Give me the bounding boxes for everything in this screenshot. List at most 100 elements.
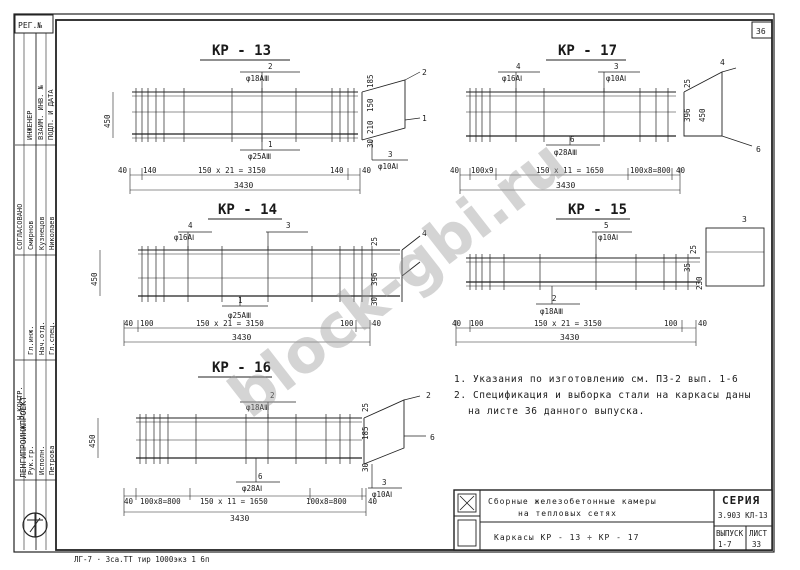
stamp-subject: Каркасы КР - 13 ÷ КР - 17 xyxy=(494,533,639,542)
kr15-title: КР - 15 xyxy=(568,202,627,218)
kr13-vdim-4: 30 xyxy=(366,138,375,148)
kr15-dim-end-l: 40 xyxy=(452,319,462,328)
kr13-bottom-bar: 1 xyxy=(268,140,273,149)
kr14-vdim-1: 25 xyxy=(370,237,379,246)
kr15-top-bar: 5 xyxy=(604,221,609,230)
kr16-ref-a: 2 xyxy=(426,391,431,400)
side-name-2: Кузнецов xyxy=(38,216,46,250)
kr13-vdim-2: 150 xyxy=(366,98,375,112)
side-name-1: Смирнов xyxy=(27,220,35,250)
kr13-top-bar: 2 xyxy=(268,62,273,71)
kr17-height: 450 xyxy=(698,108,707,122)
kr14-bottom-bar: 1 xyxy=(238,296,243,305)
kr16-total: 3430 xyxy=(230,514,249,523)
kr15-vdim-1: 25 xyxy=(689,245,698,254)
kr15-top-spec: φ10АⅠ xyxy=(598,233,618,242)
notes-block: 1. Указания по изготовлению см. ПЗ-2 вып… xyxy=(454,374,751,417)
kr13-height: 450 xyxy=(103,114,112,128)
reg-box xyxy=(14,14,54,34)
kr17-dim-pitch-r: 100x8=800 xyxy=(630,166,671,175)
side-name-3: Николаев xyxy=(48,216,56,250)
kr15-vdim-3: 230 xyxy=(695,276,704,290)
kr13-dim-pitch-l: 140 xyxy=(143,166,157,175)
frame-kr13: КР - 13 2 1 2 φ18АⅢ 1 φ25АⅢ xyxy=(103,43,427,194)
kr16-title: КР - 16 xyxy=(212,360,271,376)
page-number-box xyxy=(751,21,773,39)
kr16-dim-pitch-r: 100x8=800 xyxy=(306,497,347,506)
kr13-dim-main: 150 x 21 = 3150 xyxy=(198,166,266,175)
kr17-ref-a: 4 xyxy=(720,58,725,67)
frame-kr15: КР - 15 3 5 φ10АⅠ 2 φ18АⅢ 25 35 230 xyxy=(452,202,765,346)
kr13-dim-pitch-r: 140 xyxy=(330,166,344,175)
kr16-vdim-2: 185 xyxy=(361,426,370,440)
kr15-dim-pitch-l: 100 xyxy=(470,319,484,328)
side-vertical-3: ПОДП. И ДАТА xyxy=(47,89,55,140)
kr16-ref-b: 6 xyxy=(430,433,435,442)
stamp-title-1: Сборные железобетонные камеры xyxy=(488,496,657,506)
stamp-series-label: СЕРИЯ xyxy=(722,494,760,507)
corner-label: РЕГ.№ xyxy=(18,21,42,30)
kr15-total: 3430 xyxy=(560,333,579,342)
kr17-top-bar: 4 xyxy=(516,62,521,71)
kr14-vdim-2: 396 xyxy=(370,272,379,286)
stamp-sheet-label: ЛИСТ xyxy=(749,529,768,538)
kr14-dim-end-l: 40 xyxy=(124,319,134,328)
kr14-dim-pitch-r: 100 xyxy=(340,319,354,328)
note-2: 2. Спецификация и выборка стали на карка… xyxy=(454,390,751,401)
kr13-vdim-1: 185 xyxy=(366,74,375,88)
kr15-bottom-spec: φ18АⅢ xyxy=(540,307,563,316)
kr17-dim-main: 150 x 11 = 1650 xyxy=(536,166,604,175)
kr13-bottom-spec: φ25АⅢ xyxy=(248,152,271,161)
kr14-top-bar: 4 xyxy=(188,221,193,230)
kr17-vdim-2: 396 xyxy=(683,108,692,122)
kr14-top-bar2: 3 xyxy=(286,221,291,230)
kr16-bottom-bar: 6 xyxy=(258,472,263,481)
title-stamp: Сборные железобетонные камеры на тепловы… xyxy=(453,489,773,551)
kr13-vdim-3: 210 xyxy=(366,120,375,134)
frame-kr14: КР - 14 4 4 φ16АⅠ 3 1 φ25АⅢ 25 396 30 xyxy=(90,202,427,346)
side-title-block: ИНЖЕНЕР ВЗАИМ. ИНВ. № ПОДП. И ДАТА СОГЛА… xyxy=(15,33,56,550)
kr16-dim-pitch-l: 100x8=800 xyxy=(140,497,181,506)
side-controller: Н.КОНТР. xyxy=(16,386,24,420)
side-org: ЛЕНГИПРОИНЖПРОЕКТ xyxy=(19,396,28,478)
bottom-scribble: ЛГ-7 · 3са.ТТ тир 1000экз 1 6п xyxy=(74,555,209,564)
side-role-5: Исполн. xyxy=(38,445,46,475)
kr14-title: КР - 14 xyxy=(218,202,277,218)
side-agreed: СОГЛАСОВАНО xyxy=(16,204,24,250)
kr17-total: 3430 xyxy=(556,181,575,190)
kr15-dim-main: 150 x 21 = 3150 xyxy=(534,319,602,328)
kr16-bottom-spec: φ28АⅠ xyxy=(242,484,262,493)
side-role-4: Рук.гр. xyxy=(27,445,35,475)
kr17-top-spec: φ16АⅠ xyxy=(502,74,522,83)
kr17-vdim-1: 25 xyxy=(683,79,692,88)
kr16-vdim-1: 25 xyxy=(361,403,370,412)
kr16-top-bar: 2 xyxy=(270,391,275,400)
kr16-dim-end-r: 40 xyxy=(368,497,378,506)
kr17-dim-pitch-l: 100x9 xyxy=(471,166,494,175)
kr13-title: КР - 13 xyxy=(212,43,271,59)
kr13-dim-end-l: 40 xyxy=(118,166,128,175)
stamp-mark-icon xyxy=(457,519,477,547)
kr15-dim-pitch-r: 100 xyxy=(664,319,678,328)
kr13-total: 3430 xyxy=(234,181,253,190)
kr14-dim-pitch-l: 100 xyxy=(140,319,154,328)
kr16-dim-end-l: 40 xyxy=(124,497,134,506)
kr14-dim-end-r: 40 xyxy=(372,319,382,328)
frame-kr17: КР - 17 4 6 4 φ16АⅠ 3 φ10АⅠ 6 φ28АⅢ 25 3… xyxy=(450,43,761,194)
kr16-vdim-3: 30 xyxy=(361,462,370,472)
kr14-bottom-spec: φ25АⅢ xyxy=(228,311,251,320)
kr15-bottom-bar: 2 xyxy=(552,294,557,303)
stamp-issue-label: ВЫПУСК xyxy=(716,529,744,538)
kr13-ref-a: 2 xyxy=(422,68,427,77)
stamp-series-value: 3.903 КЛ-13 xyxy=(718,511,768,520)
side-role-1: Гл.инж. xyxy=(27,325,35,355)
stamp-title-2: на тепловых сетях xyxy=(518,509,617,518)
kr17-bottom-spec: φ28АⅢ xyxy=(554,148,577,157)
stamp-issue-value: 1-7 xyxy=(718,540,732,549)
kr17-dim-end-l: 40 xyxy=(450,166,460,175)
kr13-ref-b: 1 xyxy=(422,114,427,123)
side-name-4: Петрова xyxy=(48,445,56,475)
kr16-side-spec: φ10АⅠ xyxy=(372,490,392,499)
